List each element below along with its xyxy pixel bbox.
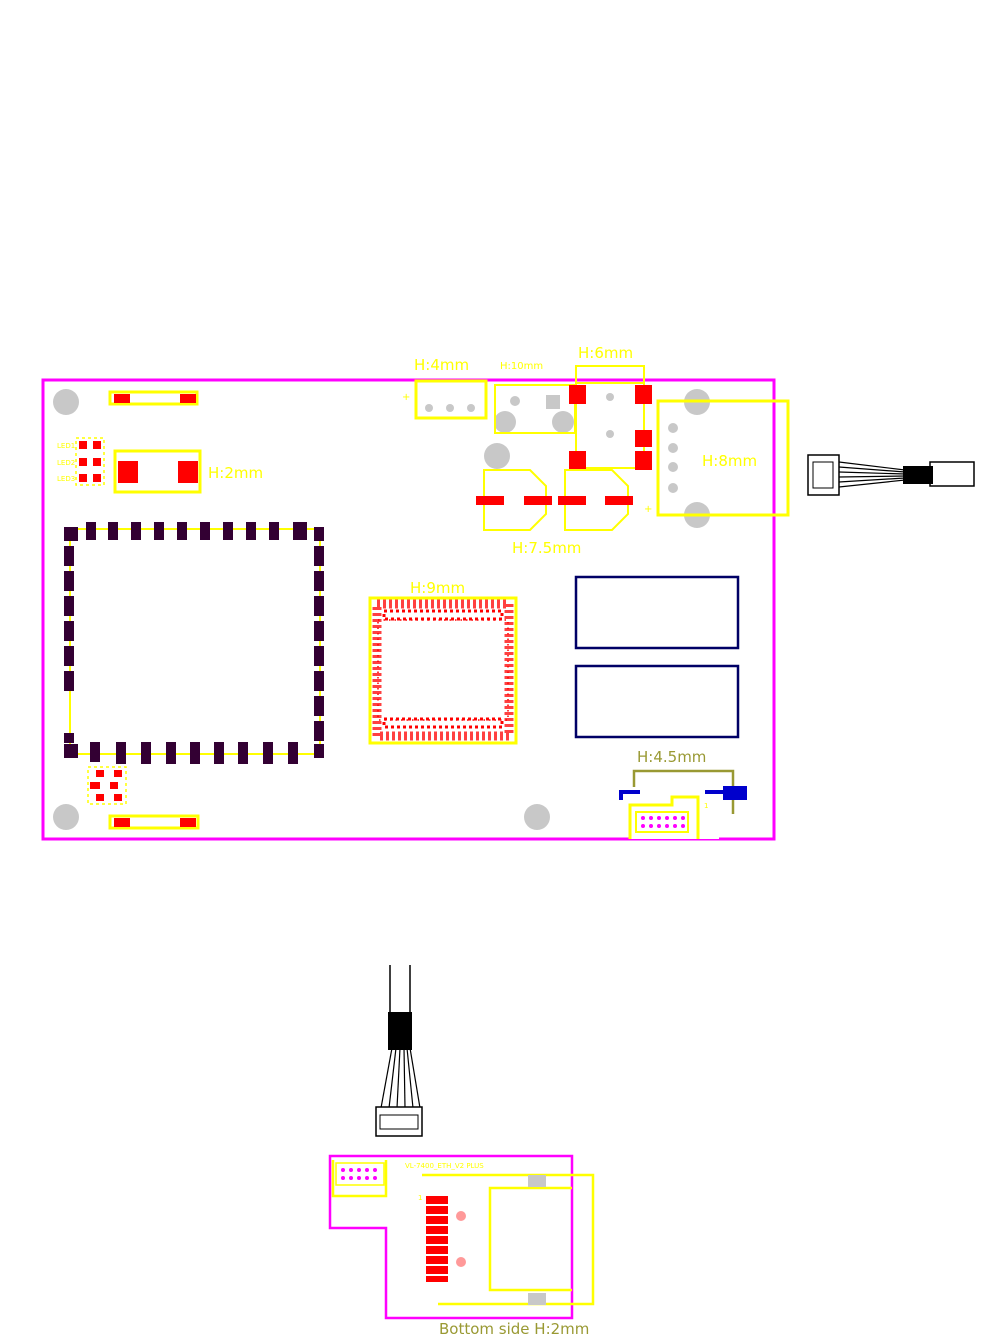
top-resistor xyxy=(110,392,197,404)
main-board: LED1 LED2 LED3 H:2mm H:4mm + xyxy=(43,344,788,839)
module-footprint xyxy=(64,522,324,764)
led-3-label: LED3 xyxy=(57,475,75,483)
mount-hole xyxy=(524,804,550,830)
h-8mm-label: H:8mm xyxy=(702,452,757,470)
bottom-side-label: Bottom side H:2mm xyxy=(439,1320,589,1338)
led-array: LED1 LED2 LED3 xyxy=(57,438,104,485)
h-10mm-label: H:10mm xyxy=(500,361,543,372)
led-1-label: LED1 xyxy=(57,442,75,450)
bottom-cable-assembly xyxy=(376,965,422,1136)
mount-hole xyxy=(484,443,510,469)
bottom-board: VL-7400_ETH_V2 PLUS 1 Bottom side H:2mm xyxy=(330,1156,593,1338)
blank-area-lower xyxy=(576,666,738,737)
led-2-label: LED2 xyxy=(57,459,75,467)
bottom-resistor xyxy=(110,816,198,828)
connector-pin-1-label: 1 xyxy=(704,802,708,810)
capacitors-h7-5mm: H:7.5mm xyxy=(476,470,633,557)
mount-hole xyxy=(494,411,516,433)
bga-chip-h9mm: H:9mm xyxy=(370,579,516,743)
h-6mm-label: H:6mm xyxy=(578,344,633,362)
crystal xyxy=(88,767,126,804)
side-cable-assembly xyxy=(808,455,974,495)
capacitor-h2mm: H:2mm xyxy=(115,451,263,492)
h-7-5mm-label: H:7.5mm xyxy=(512,539,581,557)
mount-hole xyxy=(53,389,79,415)
header-plus-sign: + xyxy=(402,392,410,403)
mount-hole xyxy=(53,804,79,830)
h-9mm-label: H:9mm xyxy=(410,579,465,597)
header-pin-1-label: 1 xyxy=(418,1194,422,1202)
h-4mm-label: H:4mm xyxy=(414,356,469,374)
connector-h4-5mm: H:4.5mm 1 xyxy=(621,748,747,839)
h-4-5mm-label: H:4.5mm xyxy=(637,748,706,766)
blank-area-upper xyxy=(576,577,738,648)
switch-h6mm: H:6mm xyxy=(569,344,652,470)
h-2mm-label: H:2mm xyxy=(208,464,263,482)
bottom-board-silk-text: VL-7400_ETH_V2 PLUS xyxy=(405,1162,484,1170)
connector-h8mm: H:8mm + xyxy=(644,401,788,515)
mount-hole xyxy=(552,411,574,433)
header-h4mm: H:4mm + xyxy=(402,356,486,418)
connector-plus-sign: + xyxy=(644,504,652,515)
